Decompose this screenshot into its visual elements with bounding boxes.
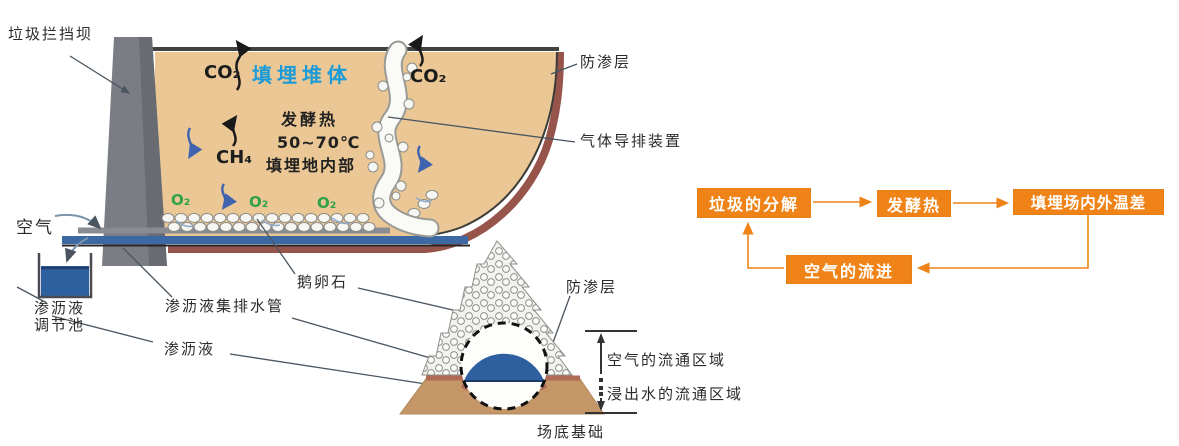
o2-label-3: O₂	[317, 194, 337, 212]
dam-label: 垃圾拦挡坝	[8, 25, 94, 43]
flow-box-waste-decomposition: 垃圾的分解	[697, 188, 811, 218]
landfill-body-title: 填埋堆体	[252, 63, 352, 87]
flow-box-fermentation-heat: 发酵热	[877, 190, 951, 217]
landfill-body-shape	[155, 52, 557, 237]
co2-arrow-left	[235, 39, 252, 91]
fermentation-heat-label: 发酵热	[281, 110, 339, 129]
drain-pipe-shape	[62, 236, 468, 244]
pool-label-line1: 渗沥液	[34, 299, 86, 317]
drain-pipe-label: 渗沥液集排水管	[165, 297, 285, 315]
ch4-arrow	[221, 114, 238, 147]
air-pipe-shape	[78, 227, 390, 234]
pool-label-line2: 调节池	[34, 316, 86, 335]
detail-water	[464, 353, 544, 381]
air-zone-label: 空气的流通区域	[607, 351, 727, 369]
water-zone-label: 浸出水的流通区域	[607, 385, 744, 403]
detail-pipe-circle	[459, 321, 549, 411]
flow-box-air-inflow: 空气的流进	[786, 255, 912, 284]
o2-label-2: O₂	[249, 193, 269, 211]
gas-vent-channel-shape	[365, 40, 440, 238]
dam-shape	[102, 37, 167, 266]
co2-label-left: CO₂	[204, 62, 241, 83]
leachate-tank-shape	[37, 253, 93, 299]
interior-label: 填埋地内部	[266, 156, 357, 175]
dimension-lines	[585, 330, 637, 414]
foundation-label: 场底基础	[537, 423, 606, 441]
gas-vent-label: 气体导排装置	[580, 132, 683, 150]
air-flow-arrows	[54, 197, 433, 263]
air-label: 空气	[16, 218, 54, 238]
co2-arrow-right	[407, 34, 424, 67]
detail-liner-label: 防渗层	[566, 278, 618, 296]
flow-box-temp-difference: 填埋场内外温差	[1013, 189, 1164, 215]
pool-label: 渗沥液 调节池	[34, 299, 86, 335]
temperature-label: 50~70℃	[277, 133, 361, 152]
co2-label-right: CO₂	[410, 66, 447, 87]
liner-label-top: 防渗层	[580, 53, 632, 71]
flow-connectors	[742, 196, 1089, 274]
o2-label-1: O₂	[171, 191, 191, 209]
ch4-label: CH₄	[216, 147, 253, 168]
leachate-label: 渗沥液	[164, 340, 216, 358]
cobblestone-label: 鹅卵石	[297, 273, 349, 291]
air-down-arrows	[187, 127, 433, 210]
